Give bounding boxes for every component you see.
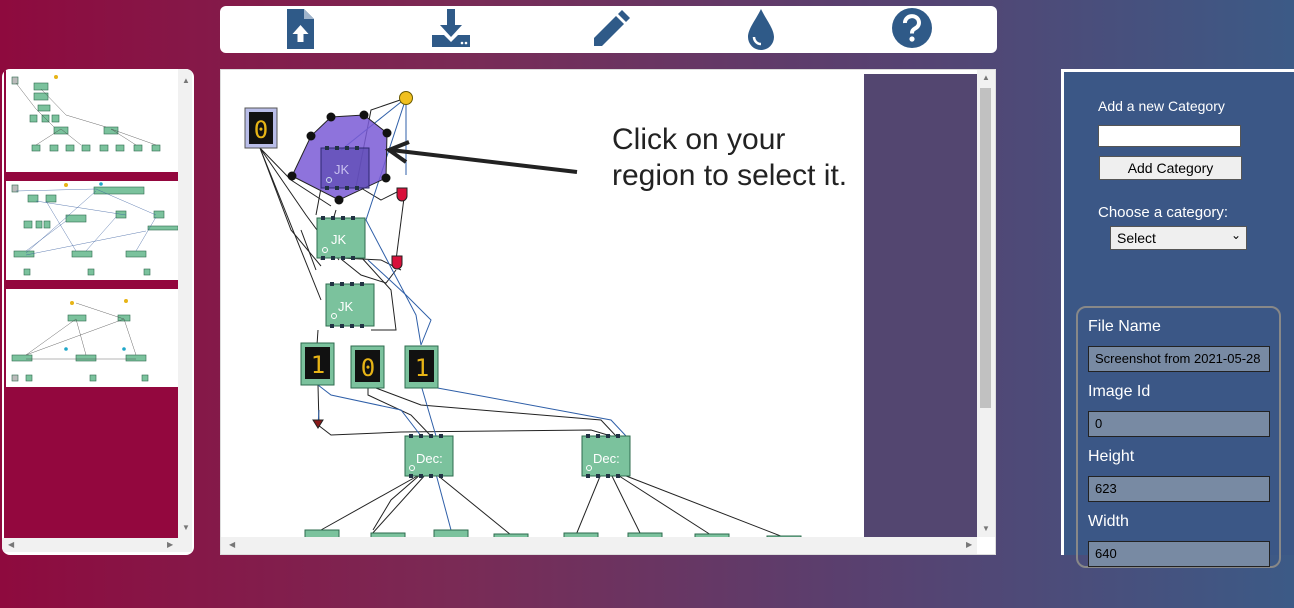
chip-label-2: JK [331, 232, 347, 247]
category-select[interactable]: Select ⌄ [1110, 226, 1247, 250]
canvas-vertical-scrollbar[interactable]: ▲ ▼ [977, 70, 995, 537]
download-button[interactable] [427, 7, 475, 51]
droplet-icon [748, 9, 774, 50]
file-name-field[interactable]: Screenshot from 2021-05-28 [1088, 346, 1270, 372]
canvas-vertical-scroll-thumb[interactable] [980, 88, 991, 408]
thumbnail-2[interactable] [6, 181, 179, 280]
pencil-icon [594, 10, 630, 46]
canvas-overflow-region [864, 74, 977, 537]
help-button[interactable] [888, 7, 936, 51]
digit-display-4: 1 [415, 354, 429, 382]
thumbnail-vertical-scrollbar[interactable]: ▲ ▼ [178, 69, 192, 538]
width-label: Width [1088, 513, 1129, 530]
height-field[interactable]: 623 [1088, 476, 1270, 502]
help-icon [892, 8, 932, 48]
digit-display-3: 0 [361, 354, 375, 382]
upload-file-icon [287, 9, 314, 49]
color-button[interactable] [737, 7, 785, 51]
add-category-input[interactable] [1098, 125, 1241, 147]
chip-label-4: Dec: [416, 451, 443, 466]
thumbnail-1[interactable] [6, 69, 178, 172]
digit-display-2: 1 [311, 351, 325, 379]
file-name-label: File Name [1088, 318, 1161, 335]
thumbnail-horizontal-scrollbar[interactable]: ◀ ▶ [2, 538, 192, 552]
height-label: Height [1088, 448, 1135, 465]
chip-label-5: Dec: [593, 451, 620, 466]
width-field[interactable]: 640 [1088, 541, 1270, 567]
canvas-horizontal-scrollbar[interactable]: ◀ ▶ [221, 537, 977, 554]
category-panel: Add a new Category Add Category Choose a… [1061, 69, 1294, 568]
image-info-box: File Name Screenshot from 2021-05-28 Ima… [1076, 306, 1281, 568]
instruction-text: Click on your region to select it. [612, 123, 848, 192]
chip-label-1: JK [334, 162, 350, 177]
add-category-label: Add a new Category [1098, 98, 1225, 114]
edit-button[interactable] [586, 7, 634, 51]
circuit-diagram[interactable]: 0 1 0 1 JK JK JK Dec: Dec: [221, 70, 864, 537]
thumbnail-panel: ▲ ▼ ◀ ▶ [2, 69, 194, 555]
download-icon [432, 9, 470, 47]
chevron-down-icon: ⌄ [1230, 228, 1241, 242]
add-category-button[interactable]: Add Category [1099, 156, 1242, 180]
image-id-field[interactable]: 0 [1088, 411, 1270, 437]
main-canvas: 0 1 0 1 JK JK JK Dec: Dec: Click on your… [220, 69, 996, 555]
category-select-value: Select [1117, 230, 1156, 246]
thumbnail-3[interactable] [6, 289, 178, 387]
toolbar [220, 6, 997, 53]
image-id-label: Image Id [1088, 383, 1151, 400]
digit-display-1: 0 [254, 116, 268, 144]
circuit-canvas[interactable]: 0 1 0 1 JK JK JK Dec: Dec: Click on your… [221, 70, 977, 537]
chip-label-3: JK [338, 299, 354, 314]
choose-category-label: Choose a category: [1098, 204, 1229, 221]
upload-button[interactable] [275, 7, 323, 51]
thumbnail-list [4, 69, 179, 538]
